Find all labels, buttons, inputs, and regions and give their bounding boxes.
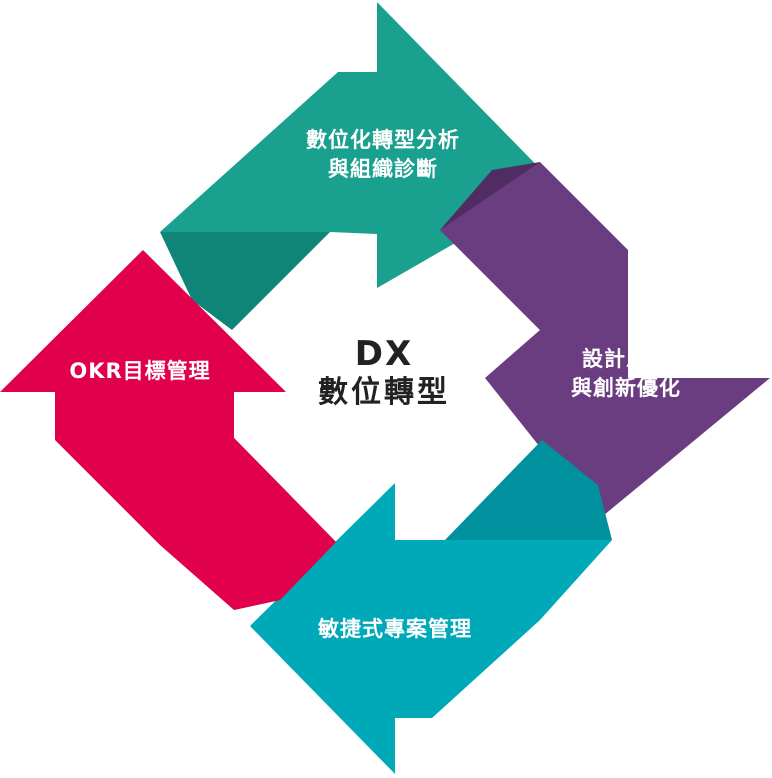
step-label-analysis-line2: 與組織診斷 (328, 157, 438, 181)
step-label-okr-line1: OKR目標管理 (69, 359, 211, 383)
teal-arrow-fold (160, 232, 330, 330)
purple-arrow (440, 162, 770, 520)
center-label: DX 數位轉型 (286, 334, 482, 412)
cyan-arrow-fold (445, 440, 612, 540)
step-label-okr: OKR目標管理 (40, 357, 240, 386)
step-label-analysis: 數位化轉型分析 與組織診斷 (268, 126, 498, 184)
red-arrow (0, 250, 336, 610)
step-label-design-thinking: 設計思考 與創新優化 (541, 345, 711, 403)
step-label-agile: 敏捷式專案管理 (290, 615, 500, 644)
step-label-design-thinking-line1: 設計思考 (582, 347, 670, 371)
center-subtitle: 數位轉型 (318, 375, 450, 410)
step-label-design-thinking-line2: 與創新優化 (571, 376, 681, 400)
step-label-agile-line1: 敏捷式專案管理 (318, 617, 472, 641)
step-label-analysis-line1: 數位化轉型分析 (306, 128, 460, 152)
center-title: DX (354, 334, 414, 374)
cyan-arrow (250, 483, 612, 774)
